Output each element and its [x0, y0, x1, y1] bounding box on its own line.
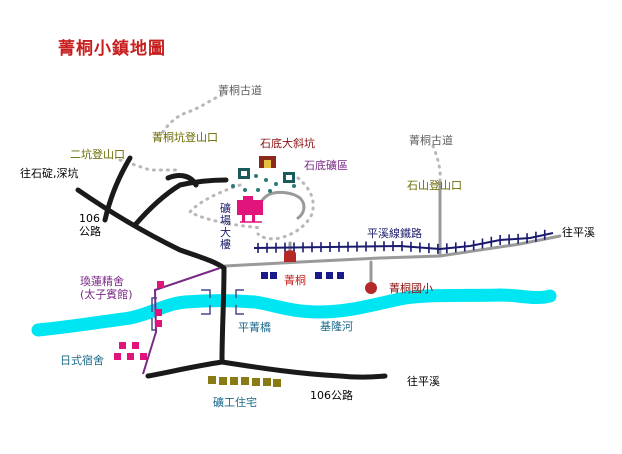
railway-ties — [257, 229, 546, 254]
road-mine-loop — [256, 190, 306, 220]
bridge-mark-left-bottom — [201, 305, 211, 315]
bridge-mark-right-top — [235, 289, 244, 298]
mine-building-top — [243, 196, 253, 202]
dorm-square-3 — [114, 353, 121, 360]
road-106-west — [145, 359, 225, 379]
label-to-pingxi-top: 往平溪 — [562, 226, 595, 239]
navy-buildings — [261, 272, 344, 279]
label-pingxi-line: 平溪線鐵路 — [367, 227, 422, 240]
road-jingtong-trail — [132, 177, 229, 228]
navy-square-5 — [337, 272, 344, 279]
mine-dot-6 — [256, 188, 260, 192]
label-jingtong-trailhead: 菁桐坑登山口 — [152, 131, 218, 144]
label-miner-housing: 礦工住宅 — [213, 396, 257, 409]
main-roads — [75, 155, 388, 380]
dorm-square-2 — [132, 342, 139, 349]
label-shidi-incline: 石底大斜坑 — [260, 137, 315, 150]
label-erkeng-trailhead: 二坑登山口 — [70, 148, 125, 161]
miner-square-7 — [273, 379, 281, 387]
miner-square-3 — [230, 377, 238, 385]
trail-erkeng — [118, 158, 180, 172]
mine-dot-1 — [254, 174, 258, 178]
station-marker — [284, 250, 296, 262]
label-trail-top: 菁桐古道 — [218, 84, 262, 97]
lodge-square-1 — [157, 281, 164, 288]
mine-dot-5 — [243, 188, 247, 192]
trails — [118, 93, 442, 241]
label-shishan-trailhead: 石山登山口 — [407, 179, 462, 192]
shidi-incline-door — [264, 160, 271, 168]
lodge-buildings — [155, 281, 164, 327]
label-jingtong-school: 菁桐國小 — [389, 282, 433, 295]
lodge-square-3 — [155, 320, 162, 327]
label-pingjing-bridge: 平菁橋 — [238, 321, 271, 334]
trail-mine — [187, 183, 264, 230]
navy-square-2 — [270, 272, 277, 279]
shidi-incline-building — [259, 156, 276, 168]
mine-dot-2 — [264, 178, 268, 182]
dorm-buildings — [114, 342, 147, 360]
mine-equipment-2-window — [286, 175, 292, 180]
navy-square-3 — [315, 272, 322, 279]
trail-right — [431, 144, 442, 182]
mine-equipment-icons — [231, 168, 296, 193]
navy-square-4 — [326, 272, 333, 279]
label-to-shiding: 往石碇,深坑 — [20, 167, 79, 180]
mine-dot-8 — [292, 184, 296, 188]
label-keelung-river: 基隆河 — [320, 320, 353, 333]
label-jinglian-lodge: 瑍蓮精舍 (太子賓館) — [80, 275, 133, 301]
dorm-square-5 — [140, 353, 147, 360]
road-106-main — [75, 187, 227, 365]
miner-square-4 — [241, 377, 249, 385]
mine-dot-3 — [274, 182, 278, 186]
miner-square-1 — [208, 376, 216, 384]
label-trail-right: 菁桐古道 — [409, 134, 453, 147]
label-japanese-dorm: 日式宿舍 — [60, 354, 104, 367]
bridge-mark-right-bottom — [235, 305, 244, 315]
mine-equipment-1-window — [241, 171, 247, 176]
mine-dot-4 — [231, 184, 235, 188]
label-to-pingxi-bottom: 往平溪 — [407, 375, 440, 388]
dorm-square-4 — [127, 353, 134, 360]
lodge-square-2 — [155, 309, 162, 316]
road-mine-spur — [165, 173, 199, 188]
keelung-river — [31, 288, 557, 337]
mine-building — [237, 196, 263, 223]
mine-dot-7 — [268, 189, 272, 193]
school-marker — [365, 282, 377, 294]
miner-square-5 — [252, 378, 260, 386]
railway — [253, 229, 554, 254]
trail-upper — [158, 93, 224, 138]
label-shidi-mine: 石底礦區 — [304, 159, 348, 172]
label-kuangchang-building: 礦場大樓 — [220, 202, 231, 251]
map-title: 菁桐小鎮地圖 — [58, 39, 166, 59]
label-road-106-left: 106 公路 — [79, 212, 101, 238]
trail-mine-east — [256, 176, 315, 241]
bridge-mark-left-top — [201, 289, 211, 298]
mine-building-wing-right — [252, 214, 255, 222]
purple-path — [142, 267, 221, 375]
mine-building-wing-left — [242, 214, 245, 222]
label-road-106-bottom: 106公路 — [310, 389, 353, 402]
miner-housing-buildings — [208, 376, 281, 387]
road-106-east — [219, 359, 388, 380]
miner-square-6 — [263, 378, 271, 386]
miner-square-2 — [219, 377, 227, 385]
label-jingtong-station: 菁桐 — [284, 274, 306, 287]
navy-square-1 — [261, 272, 268, 279]
dorm-square-1 — [119, 342, 126, 349]
road-erkeng — [102, 155, 133, 223]
mine-building-block — [237, 200, 263, 215]
bridge-marks — [151, 289, 244, 331]
